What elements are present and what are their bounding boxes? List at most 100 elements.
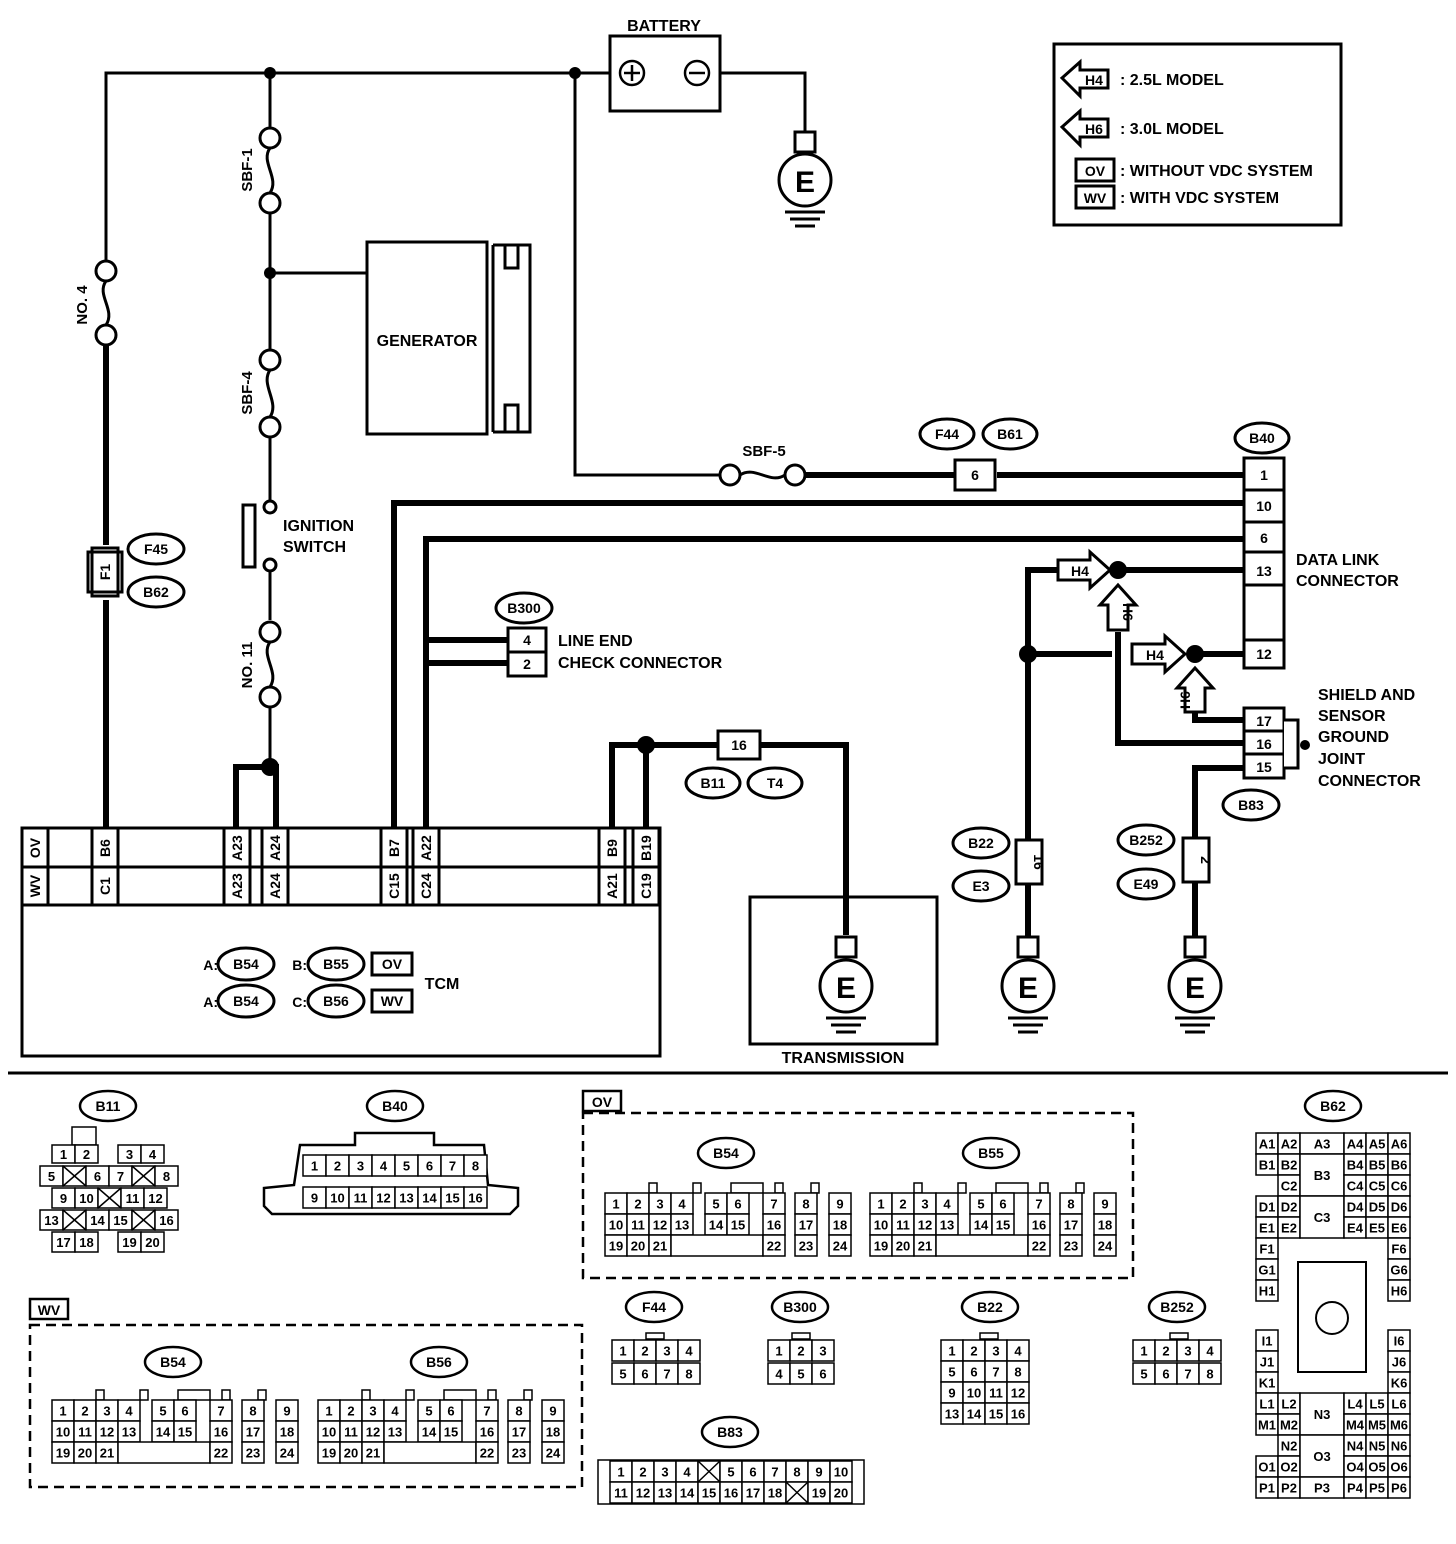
b62-D6-label: D6: [1391, 1200, 1408, 1215]
b22-pin-1-label: 1: [948, 1344, 955, 1359]
b54-wv-pin-5-label: 5: [159, 1404, 166, 1419]
b252-pin-8-box: [1198, 1362, 1222, 1385]
b55-pin-15-label: 15: [996, 1218, 1010, 1233]
b56-pin-21-label: 21: [366, 1446, 380, 1461]
b83-r2-10-label: 20: [834, 1486, 848, 1501]
b22-pin-6-label: 6: [970, 1365, 977, 1380]
b11-r4-5-box: [154, 1209, 179, 1231]
b54-wv-pin-1-label: 1: [59, 1404, 66, 1419]
view-title-b55: B55: [978, 1145, 1004, 1161]
tcm-pin-ov-B6: B6: [97, 839, 113, 857]
b56-pin-4-label: 4: [391, 1404, 399, 1419]
tcm-pin-wv-C15: C15: [386, 873, 402, 899]
b54-wv-pin-4-label: 4: [125, 1404, 133, 1419]
b56-key-2: [443, 1389, 477, 1401]
b11-pin-4-label: 4: [149, 1147, 157, 1162]
b56-pin-10-label: 10: [322, 1425, 336, 1440]
b62-O2-label: O2: [1280, 1460, 1297, 1475]
b11-r3-4-box: [143, 1187, 168, 1209]
b54-ov-key-0: [648, 1182, 658, 1194]
tcm-pin-wv-A21: A21: [604, 873, 620, 899]
b62-O3-label: O3: [1313, 1449, 1330, 1464]
b55-key-1: [957, 1182, 967, 1194]
b54-ov-pin-17-label: 17: [799, 1218, 813, 1233]
b54-ov-pin-4-label: 4: [678, 1197, 686, 1212]
b252-pin-5-label: 5: [1140, 1367, 1147, 1382]
id-f44: F44: [935, 426, 959, 442]
f44-pin-8-box: [677, 1362, 701, 1385]
b55-pin-21-label: 21: [918, 1239, 932, 1254]
legend-h6-text: : 3.0L MODEL: [1120, 121, 1224, 138]
b62-N3-label: N3: [1314, 1407, 1331, 1422]
b62-L5-label: L5: [1369, 1397, 1384, 1412]
b300-key: [791, 1332, 811, 1340]
id-b22: B22: [968, 835, 994, 851]
tcm-pin-ov-B7: B7: [386, 839, 402, 857]
b62-H1-box: [1255, 1279, 1279, 1302]
b56-pin-23-label: 23: [512, 1446, 526, 1461]
b62-O6-label: O6: [1390, 1460, 1407, 1475]
battery: [608, 34, 722, 113]
tcm-pin-ov-OV: OV: [27, 837, 43, 858]
thin-wires: [104, 71, 807, 760]
arrow-h4-tag-2: H4: [1146, 647, 1164, 663]
f44-pin-8-label: 8: [685, 1367, 692, 1382]
b54-ov-key-3: [774, 1182, 784, 1194]
b54-ov-pin-15-label: 15: [731, 1218, 745, 1233]
ground-e-e3: E: [1018, 972, 1038, 1005]
b11-r3-2-cross-b: [97, 1187, 122, 1209]
b83-r2-1-label: 12: [636, 1486, 650, 1501]
pin-b11-16: 16: [731, 737, 747, 753]
b54-wv-key-0: [95, 1389, 105, 1401]
tcm-ov-tag: OV: [382, 956, 403, 972]
data-link-label-2: CONNECTOR: [1296, 573, 1399, 590]
f44-pin-4-box: [677, 1339, 701, 1362]
b11-r4-3-label: 15: [113, 1213, 127, 1228]
b54-wv-pin-18-label: 18: [280, 1425, 294, 1440]
b22-pin-16-label: 16: [1011, 1407, 1025, 1422]
b56-pin-13-label: 13: [388, 1425, 402, 1440]
generator-label: GENERATOR: [377, 333, 478, 350]
b56-pin-24-label: 24: [546, 1446, 561, 1461]
b54-wv-key-4: [257, 1389, 267, 1401]
battery-label: BATTERY: [627, 18, 701, 35]
b40-pin-11-label: 11: [354, 1191, 368, 1206]
view-title-b252: B252: [1160, 1299, 1194, 1315]
b62-center-hole: [1315, 1301, 1349, 1335]
pin-b252-2: 2: [1198, 856, 1214, 864]
view-title-ovals: [78, 1089, 1363, 1449]
b54-wv-key-3: [221, 1389, 231, 1401]
b83-r1-10-label: 10: [834, 1465, 848, 1480]
b56-pin-12-label: 12: [366, 1425, 380, 1440]
b62-B3-label: B3: [1314, 1168, 1331, 1183]
b54-ov-pin-5-label: 5: [712, 1197, 719, 1212]
b62-I6-label: I6: [1394, 1334, 1405, 1349]
b55-pin-16-label: 16: [1032, 1218, 1046, 1233]
b54-wv-pin-20-label: 20: [78, 1446, 92, 1461]
view-title-b11: B11: [96, 1098, 121, 1114]
b11-pin-20-box: [140, 1231, 165, 1253]
b40-pin-8-label: 8: [472, 1159, 479, 1174]
legend-ov-text: : WITHOUT VDC SYSTEM: [1120, 163, 1313, 180]
b62-H6-box: [1387, 1279, 1411, 1302]
view-title-b62: B62: [1320, 1098, 1346, 1114]
pin-b300-2: 2: [523, 656, 531, 672]
shield-label-1: SHIELD AND: [1318, 687, 1415, 704]
legend-ov-tag: OV: [1085, 163, 1106, 179]
b11-r4-2-label: 14: [90, 1213, 105, 1228]
tcm-pin-ov-B9: B9: [604, 839, 620, 857]
b54-ov-pin-8-label: 8: [802, 1197, 809, 1212]
b40-pin-16-box: [463, 1186, 488, 1209]
view-title-b56: B56: [426, 1354, 452, 1370]
b83-r2-8-cross-b: [785, 1481, 809, 1504]
fuse-no11-label: NO. 11: [239, 642, 256, 689]
f44-pin-1-label: 1: [619, 1344, 626, 1359]
id-e3: E3: [972, 878, 989, 894]
b62-J6-label: J6: [1392, 1355, 1406, 1370]
b62-L1-label: L1: [1259, 1397, 1274, 1412]
b11-pin-18-label: 18: [79, 1235, 93, 1250]
b40-pin-10-label: 10: [330, 1191, 344, 1206]
b54-ov-pin-21-label: 21: [653, 1239, 667, 1254]
b54-ov-pin-14-label: 14: [709, 1218, 724, 1233]
b54-wv-pin-12-label: 12: [100, 1425, 114, 1440]
